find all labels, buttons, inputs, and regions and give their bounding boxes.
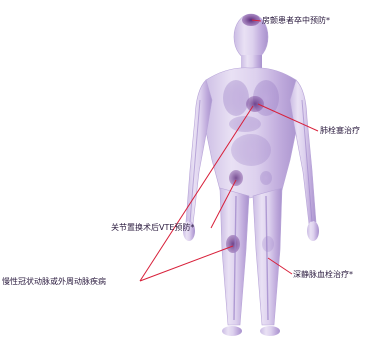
knee-joint-left — [226, 235, 240, 253]
body-silhouette — [183, 14, 319, 336]
label-coronary-peripheral-artery-disease: 慢性冠状动脉或外周动脉疾病 — [2, 277, 106, 287]
brain-highlight — [242, 14, 260, 26]
label-vte-prevention: 关节置换术后VTE预防* — [111, 223, 194, 233]
label-af-stroke-prevention: 房颤患者卒中预防* — [262, 16, 330, 26]
heart — [246, 96, 264, 112]
knee-joint-right — [262, 236, 274, 252]
label-deep-vein-thrombosis-treatment: 深静脉血栓治疗* — [293, 270, 353, 280]
intestines — [231, 134, 271, 166]
hip-joint-right — [260, 171, 272, 185]
pointer-cad-pad-knee — [140, 246, 233, 281]
label-pulmonary-embolism-treatment: 肺栓塞治疗 — [320, 126, 360, 136]
left-lung — [223, 80, 249, 116]
hip-joint-left — [229, 170, 243, 186]
